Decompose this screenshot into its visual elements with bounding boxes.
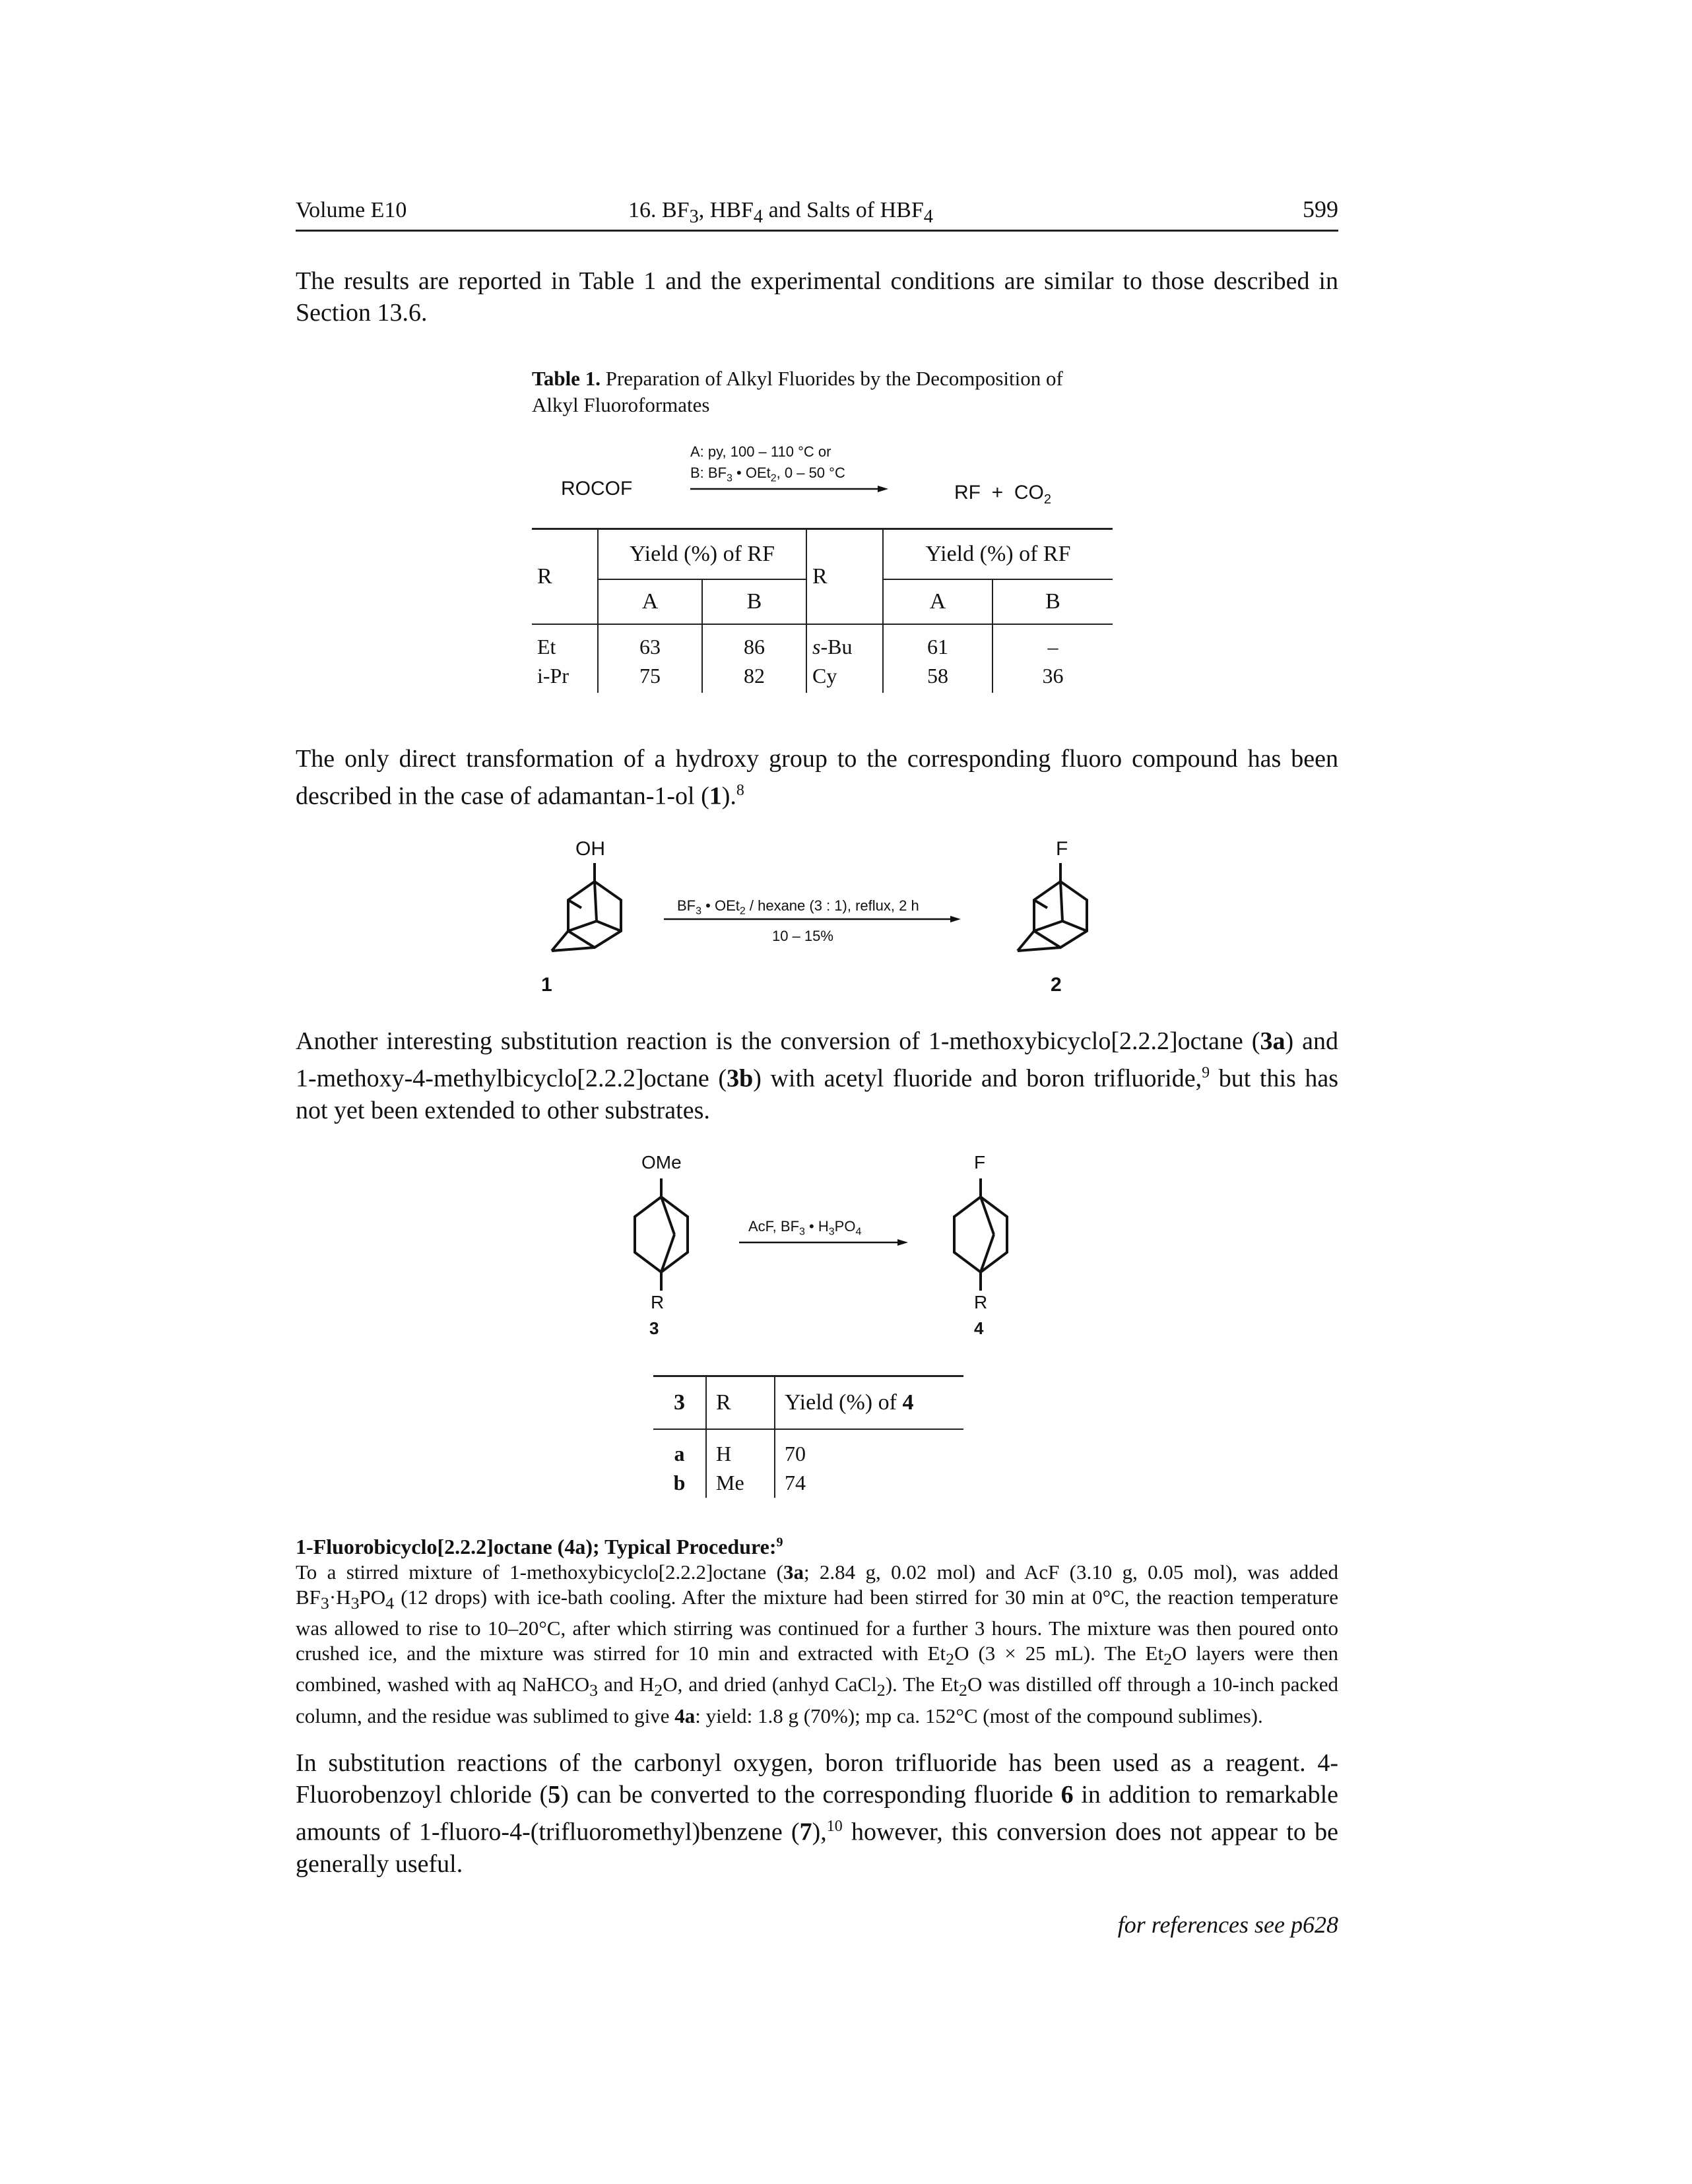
- procedure-title: 1-Fluorobicyclo[2.2.2]octane (4a); Typic…: [296, 1535, 783, 1558]
- scheme-bicyclooctane: OMe R 3 AcF, BF3 • H3PO4 F R 4: [607, 1152, 1069, 1343]
- adamantane-structure-1: [550, 863, 622, 952]
- t2-compound: b: [653, 1468, 707, 1498]
- t1-a: 75: [598, 663, 703, 693]
- t1-r-right: s-Bu: [806, 634, 884, 664]
- intro-paragraph: The results are reported in Table 1 and …: [296, 267, 1338, 327]
- t2-compound: a: [653, 1439, 707, 1469]
- t2-r: Me: [706, 1468, 775, 1498]
- scheme-condition-a: A: py, 100 – 110 °C or: [690, 443, 831, 460]
- paragraph-carbonyl: In substitution reactions of the carbony…: [296, 1749, 1339, 1878]
- scheme1-conditions-bottom: 10 – 15%: [772, 928, 833, 944]
- reactant-ome-label: OMe: [641, 1152, 682, 1172]
- product-label-2: 2: [1051, 974, 1062, 996]
- table2: 3 R Yield (%) of 4 a H 70 b Me 74: [653, 1375, 963, 1498]
- scheme1-conditions-top: BF3 • OEt2 / hexane (3 : 1), reflux, 2 h: [677, 897, 919, 917]
- reaction-arrow: [739, 1239, 908, 1246]
- t1-header-yield: Yield (%) of RF: [598, 529, 807, 580]
- t2-yield: 70: [785, 1442, 806, 1465]
- t1-r-right: Cy: [806, 663, 884, 693]
- product-f-label: F: [1056, 838, 1068, 860]
- t1-a-right: 61: [883, 634, 993, 664]
- t1-b-right: –: [1047, 634, 1058, 658]
- scheme-condition-b: B: BF3 • OEt2, 0 – 50 °C: [690, 465, 845, 484]
- t1-b: 86: [702, 634, 807, 664]
- reactant-label-1: 1: [541, 974, 552, 996]
- t1-a: 63: [598, 634, 703, 664]
- t1-header-r: R: [532, 529, 599, 624]
- t1-header-b: B: [702, 579, 807, 624]
- product-label-4: 4: [974, 1318, 984, 1338]
- bicyclooctane-structure-3: [634, 1178, 689, 1291]
- scheme2-conditions: AcF, BF3 • H3PO4: [748, 1218, 862, 1238]
- scheme-adamantane: OH 1 BF3 • OEt2 / hexane (3 : 1), reflux…: [515, 838, 1109, 996]
- t1-header-b2: B: [1045, 589, 1060, 614]
- reactant-oh-label: OH: [575, 838, 605, 860]
- t1-a-right: 58: [883, 663, 993, 693]
- reactant-label-3: 3: [649, 1318, 659, 1338]
- t2-r: H: [706, 1439, 775, 1469]
- paragraph-bicyclooctane: Another interesting substitution reactio…: [296, 1027, 1339, 1124]
- page-number: 599: [1303, 196, 1338, 222]
- footer-references: for references see p628: [1117, 1911, 1338, 1938]
- t2-row: b Me 74: [653, 1468, 963, 1498]
- t1-row: Et 63 86 s-Bu 61 –: [532, 634, 1113, 664]
- chapter-title: 16. BF3, HBF4 and Salts of HBF4: [628, 198, 933, 227]
- t1-r: i-Pr: [532, 663, 599, 693]
- adamantane-structure-2: [1016, 863, 1088, 952]
- table1-caption-text: Preparation of Alkyl Fluorides by the De…: [532, 367, 1063, 416]
- scheme-product: RF + CO2: [954, 482, 1051, 507]
- t1-b-right: 36: [1042, 663, 1064, 688]
- table1-caption: Table 1. Preparation of Alkyl Fluorides …: [532, 366, 1113, 418]
- t1-header-yield2: Yield (%) of RF: [883, 529, 1113, 580]
- t1-header-a2: A: [883, 579, 993, 624]
- procedure-body: To a stirred mixture of 1-methoxybicyclo…: [296, 1560, 1339, 1727]
- table1: R Yield (%) of RF R Yield (%) of RF A B …: [532, 528, 1113, 693]
- t1-r: Et: [532, 634, 599, 664]
- t2-header-yield: Yield (%) of 4: [785, 1390, 914, 1415]
- table1-caption-label: Table 1.: [532, 367, 601, 390]
- reaction-arrow: [664, 916, 961, 922]
- t2-row: a H 70: [653, 1439, 963, 1469]
- paragraph-adamantanol: The only direct transformation of a hydr…: [296, 745, 1338, 810]
- t1-header-r2: R: [806, 529, 884, 624]
- t1-row: i-Pr 75 82 Cy 58 36: [532, 663, 1113, 693]
- t1-b: 82: [702, 663, 807, 693]
- reactant-r-label: R: [651, 1292, 665, 1312]
- t2-yield: 74: [785, 1471, 806, 1494]
- running-header: Volume E10 16. BF3, HBF4 and Salts of HB…: [296, 195, 1338, 232]
- t2-header-r: R: [706, 1376, 775, 1429]
- product-f-label: F: [974, 1152, 986, 1172]
- table1-scheme: ROCOF A: py, 100 – 110 °C or B: BF3 • OE…: [561, 441, 1115, 507]
- product-r-label: R: [974, 1292, 988, 1312]
- t2-header-compound: 3: [653, 1376, 707, 1429]
- bicyclooctane-structure-4: [953, 1178, 1008, 1291]
- reaction-arrow: [690, 486, 888, 492]
- scheme-reactant: ROCOF: [561, 478, 633, 499]
- volume-label: Volume E10: [296, 198, 407, 222]
- t1-header-a: A: [598, 579, 703, 624]
